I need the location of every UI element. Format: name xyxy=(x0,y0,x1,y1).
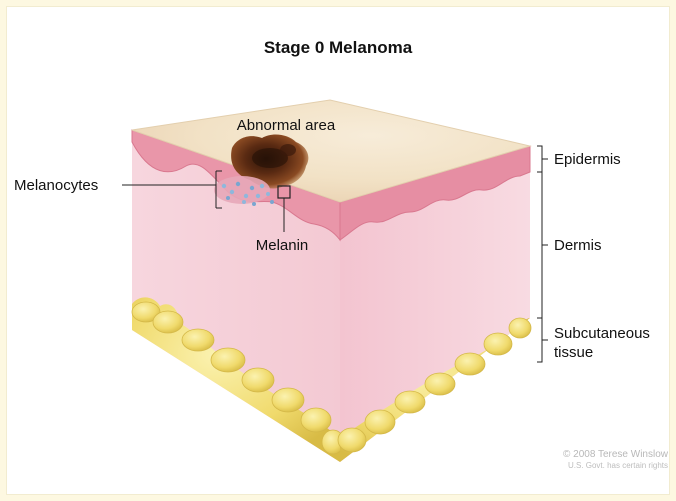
epidermis-label: Epidermis xyxy=(554,151,621,168)
diagram-title: Stage 0 Melanoma xyxy=(264,38,413,57)
rights-credit: U.S. Govt. has certain rights xyxy=(568,461,668,470)
melanocytes-label: Melanocytes xyxy=(14,177,98,194)
subcutaneous-label-line2: tissue xyxy=(554,344,593,361)
copyright-credit: © 2008 Terese Winslow xyxy=(563,449,669,460)
subcutaneous-label-line1: Subcutaneous xyxy=(554,325,650,342)
dermis-bracket xyxy=(537,172,548,318)
subcutaneous-bracket xyxy=(537,318,548,362)
epidermis-bracket xyxy=(537,146,548,172)
abnormal-area-label: Abnormal area xyxy=(237,117,336,134)
melanin-label: Melanin xyxy=(256,237,309,254)
dermis-label: Dermis xyxy=(554,237,602,254)
